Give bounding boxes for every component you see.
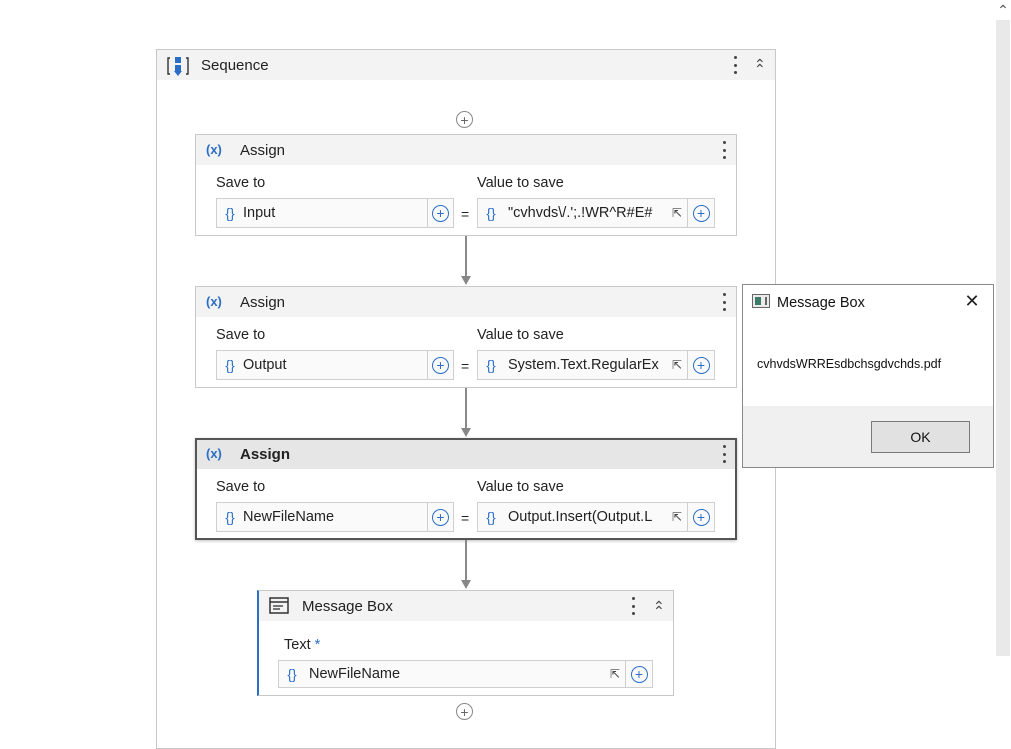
expand-icon[interactable]: ⇱ <box>605 667 625 681</box>
close-icon[interactable]: ✕ <box>963 292 981 310</box>
value-text-2: System.Text.RegularEx <box>508 357 667 373</box>
assign-title-2: Assign <box>240 294 285 311</box>
value-field-1[interactable]: {} "cvhvds\/.';.!WR^R#E# ⇱ <box>477 198 688 228</box>
save-to-value-2: Output <box>243 357 427 373</box>
window-icon <box>752 294 770 308</box>
save-to-field-1[interactable]: {} Input <box>216 198 428 228</box>
value-to-save-label-3: Value to save <box>477 479 564 495</box>
connector-line <box>465 540 467 580</box>
connector-arrow <box>461 428 471 437</box>
plus-circle-icon: + <box>693 509 710 526</box>
expand-icon[interactable]: ⇱ <box>667 358 687 372</box>
value-text-3: Output.Insert(Output.L <box>508 509 667 525</box>
sequence-menu-icon[interactable] <box>730 54 740 76</box>
assign-menu-icon-3[interactable] <box>719 443 729 465</box>
add-activity-icon[interactable]: + <box>456 703 473 720</box>
connector-arrow <box>461 276 471 285</box>
sequence-icon <box>167 55 189 77</box>
value-text-1: "cvhvds\/.';.!WR^R#E# <box>508 205 667 221</box>
save-to-field-3[interactable]: {} NewFileName <box>216 502 428 532</box>
text-label: Text * <box>284 637 320 653</box>
brace-icon: {} <box>217 509 243 525</box>
save-to-label-3: Save to <box>216 479 265 495</box>
text-value: NewFileName <box>309 666 605 682</box>
scrollbar-thumb[interactable] <box>996 20 1010 656</box>
assign-title-3: Assign <box>240 446 290 463</box>
value-field-3[interactable]: {} Output.Insert(Output.L ⇱ <box>477 502 688 532</box>
text-add-button[interactable]: + <box>625 660 653 688</box>
plus-circle-icon: + <box>432 357 449 374</box>
save-to-add-button-1[interactable]: + <box>427 198 454 228</box>
message-box-icon <box>269 597 289 614</box>
ok-button[interactable]: OK <box>871 421 970 453</box>
connector-arrow <box>461 580 471 589</box>
scroll-up-icon[interactable]: ⌃ <box>994 2 1011 18</box>
equals-sign-1: = <box>461 206 469 222</box>
save-to-value-3: NewFileName <box>243 509 427 525</box>
assign-menu-icon-1[interactable] <box>719 139 729 161</box>
assign-title-1: Assign <box>240 142 285 159</box>
connector-line <box>465 236 467 276</box>
dialog-message: cvhvdsWRREsdbchsgdvchds.pdf <box>757 357 941 371</box>
assign-icon: (x) <box>206 142 222 157</box>
plus-circle-icon: + <box>693 357 710 374</box>
assign-icon: (x) <box>206 446 222 461</box>
brace-icon: {} <box>478 205 504 221</box>
save-to-label-2: Save to <box>216 327 265 343</box>
expand-icon[interactable]: ⇱ <box>667 510 687 524</box>
value-add-button-1[interactable]: + <box>687 198 715 228</box>
save-to-label-1: Save to <box>216 175 265 191</box>
brace-icon: {} <box>279 666 305 682</box>
value-add-button-3[interactable]: + <box>687 502 715 532</box>
plus-circle-icon: + <box>631 666 648 683</box>
connector-line <box>465 388 467 428</box>
save-to-value-1: Input <box>243 205 427 221</box>
save-to-add-button-2[interactable]: + <box>427 350 454 380</box>
plus-circle-icon: + <box>432 205 449 222</box>
collapse-icon[interactable]: ⌃⌃ <box>653 598 665 632</box>
message-box-menu-icon[interactable] <box>628 595 638 617</box>
message-box-title: Message Box <box>302 598 393 615</box>
expand-icon[interactable]: ⇱ <box>667 206 687 220</box>
collapse-icon[interactable]: ⌃⌃ <box>754 56 766 90</box>
assign-icon: (x) <box>206 294 222 309</box>
value-to-save-label-2: Value to save <box>477 327 564 343</box>
text-field[interactable]: {} NewFileName ⇱ <box>278 660 626 688</box>
brace-icon: {} <box>478 509 504 525</box>
plus-circle-icon: + <box>693 205 710 222</box>
dialog-title: Message Box <box>777 295 865 311</box>
sequence-title: Sequence <box>201 57 269 74</box>
plus-circle-icon: + <box>432 509 449 526</box>
value-add-button-2[interactable]: + <box>687 350 715 380</box>
save-to-add-button-3[interactable]: + <box>427 502 454 532</box>
save-to-field-2[interactable]: {} Output <box>216 350 428 380</box>
value-field-2[interactable]: {} System.Text.RegularEx ⇱ <box>477 350 688 380</box>
assign-menu-icon-2[interactable] <box>719 291 729 313</box>
value-to-save-label-1: Value to save <box>477 175 564 191</box>
equals-sign-3: = <box>461 510 469 526</box>
brace-icon: {} <box>217 205 243 221</box>
equals-sign-2: = <box>461 358 469 374</box>
brace-icon: {} <box>217 357 243 373</box>
brace-icon: {} <box>478 357 504 373</box>
add-activity-icon[interactable]: + <box>456 111 473 128</box>
